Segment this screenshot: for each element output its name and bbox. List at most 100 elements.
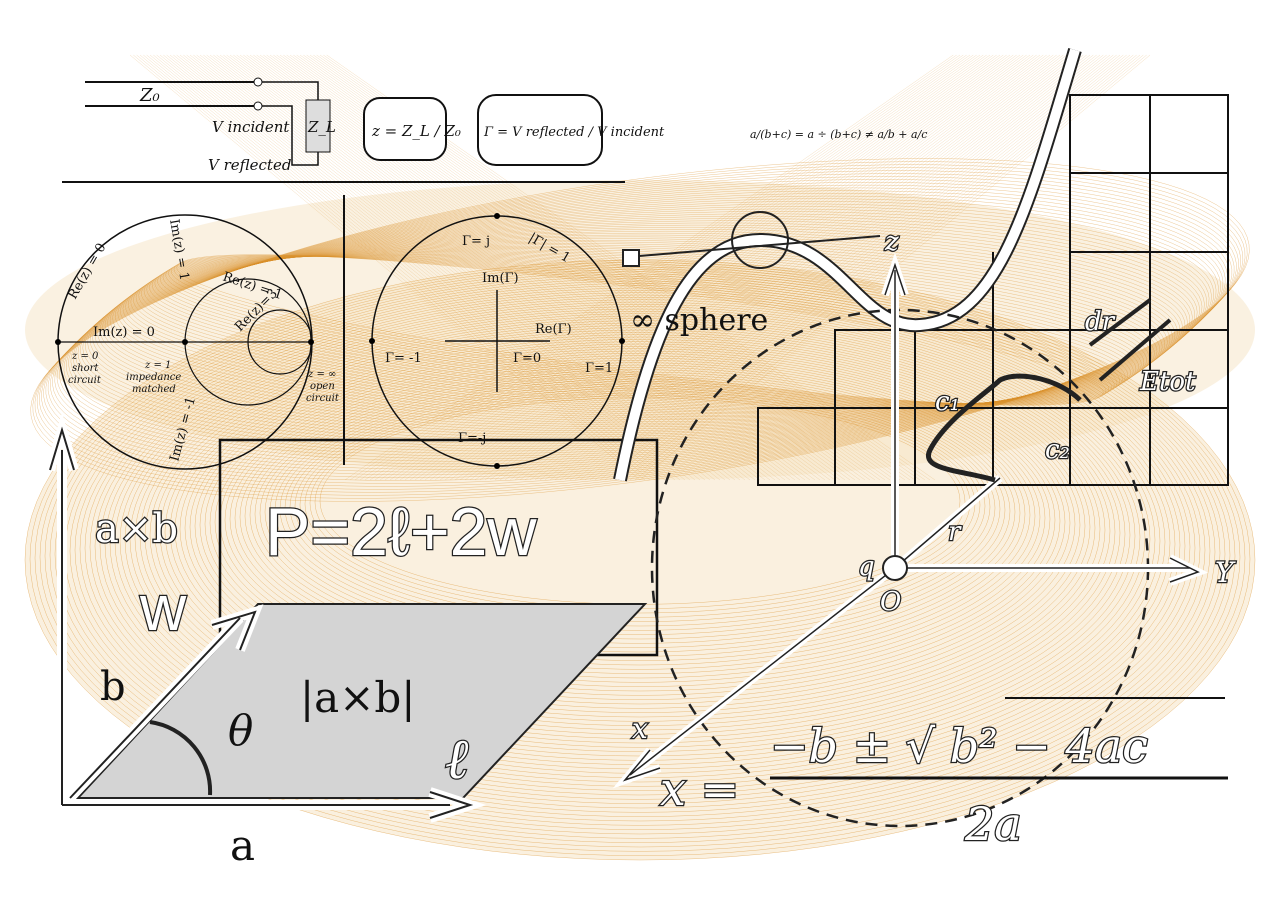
mesh-line — [149, 318, 1131, 752]
mesh-line — [169, 327, 1111, 735]
gamma-j: Γ= j — [462, 234, 490, 249]
mesh-line — [174, 329, 1106, 731]
mesh-line — [114, 301, 1166, 783]
mesh-line — [73, 211, 1207, 449]
mesh-line — [374, 54, 974, 481]
mesh-line — [344, 54, 954, 481]
curve-diagram: ∞ sphere z — [613, 47, 1082, 482]
mesh-line — [244, 362, 1036, 670]
mesh-line — [45, 179, 1235, 481]
mesh-line — [89, 290, 1191, 804]
mesh-line — [54, 190, 1226, 470]
mesh-line — [154, 320, 1126, 748]
mesh-line — [389, 54, 984, 481]
mesh-line — [184, 334, 1096, 722]
gamma-re: Re(Γ) — [535, 322, 572, 337]
mesh-line — [464, 54, 1034, 481]
z1-note: z = 1 — [144, 360, 171, 371]
mesh-line — [249, 54, 821, 481]
mesh-line — [209, 54, 761, 481]
im0-label: Im(z) = 0 — [93, 325, 155, 340]
mesh-line — [364, 54, 967, 481]
mesh-line — [354, 54, 961, 481]
mesh-line — [369, 54, 971, 481]
short-note: short — [72, 363, 99, 374]
mesh-line — [44, 269, 1236, 843]
ell-label: ℓ — [445, 727, 469, 792]
gamma-zero: Γ=0 — [513, 351, 541, 366]
gamma-mj: Γ=-j — [458, 431, 486, 446]
impedance-note: impedance — [126, 372, 181, 383]
mesh-line — [224, 353, 1056, 687]
v-incident-label: V incident — [212, 118, 290, 136]
mesh-line — [68, 206, 1212, 454]
gamma-m1: Γ= -1 — [385, 351, 422, 366]
q-label: q — [858, 552, 875, 582]
mesh-line — [84, 287, 1196, 809]
mesh-line — [168, 255, 1112, 405]
v-reflected-label: V reflected — [208, 156, 291, 174]
mesh-line — [449, 54, 1024, 481]
open-note: open — [310, 381, 335, 392]
mesh-line — [85, 222, 1195, 438]
mesh-line — [229, 355, 1051, 683]
mesh-line — [204, 343, 1076, 705]
zinf-note: z = ∞ — [307, 369, 336, 380]
mesh-line — [165, 255, 1115, 405]
mesh-line — [454, 54, 1027, 481]
mesh-line — [97, 232, 1183, 428]
mesh-line — [94, 292, 1186, 800]
mesh-line — [32, 161, 1248, 499]
mesh-line — [49, 184, 1231, 476]
mesh-line — [234, 357, 1046, 679]
mesh-line — [459, 54, 1031, 481]
mesh-line — [189, 336, 1091, 718]
mesh-line — [349, 54, 957, 481]
mesh-line — [179, 332, 1101, 726]
b-label: b — [100, 664, 126, 710]
origin-label: O — [880, 587, 901, 617]
mesh-line — [263, 54, 841, 481]
theta-label: θ — [228, 706, 253, 755]
quadratic-lhs: x = — [660, 762, 739, 816]
mesh-line — [439, 54, 1017, 481]
perimeter-formula: P=2ℓ+2w — [265, 494, 537, 570]
mesh-line — [214, 348, 1066, 696]
mesh-line — [173, 254, 1107, 406]
circuit2-note: circuit — [306, 393, 340, 404]
mesh-line — [69, 280, 1211, 822]
mesh-line — [206, 54, 756, 481]
mesh-line — [259, 54, 836, 481]
gamma-one: Γ=1 — [585, 361, 613, 376]
mesh-line — [253, 54, 826, 481]
zl-label: Z_L — [307, 118, 336, 136]
mesh-line — [209, 346, 1071, 700]
circuit-note: circuit — [68, 375, 102, 386]
z-axis-label: z — [884, 227, 899, 257]
mesh-line — [109, 299, 1171, 787]
gamma-equation: Γ = V reflected / V incident — [483, 125, 665, 140]
transmission-line-diagram: Z₀ Z_L V incident V reflected z = Z_L / … — [62, 77, 665, 183]
mesh-line — [170, 255, 1110, 405]
matched-note: matched — [132, 384, 176, 395]
mesh-line — [164, 325, 1116, 739]
mesh-line — [429, 54, 1011, 481]
dr-label: dr — [1085, 307, 1116, 337]
mesh-line — [74, 283, 1206, 817]
mesh-line — [239, 360, 1041, 674]
mesh-line — [494, 54, 1054, 481]
infinity-sphere-label: ∞ sphere — [630, 303, 768, 338]
mesh-line — [49, 271, 1231, 839]
mesh-line — [59, 195, 1221, 465]
mesh-line — [87, 224, 1193, 436]
mesh-line — [434, 54, 1014, 481]
w-label: w — [139, 572, 187, 644]
y-axis-label: Y — [1215, 556, 1236, 589]
mesh-line — [157, 256, 1123, 404]
mesh-line — [104, 297, 1176, 791]
coordinate-axes: dr Etot c₁ c₂ r q O Y x — [612, 252, 1237, 828]
mesh-line — [176, 254, 1104, 406]
mesh-line — [92, 229, 1188, 431]
axb-label: a×b — [95, 506, 178, 552]
